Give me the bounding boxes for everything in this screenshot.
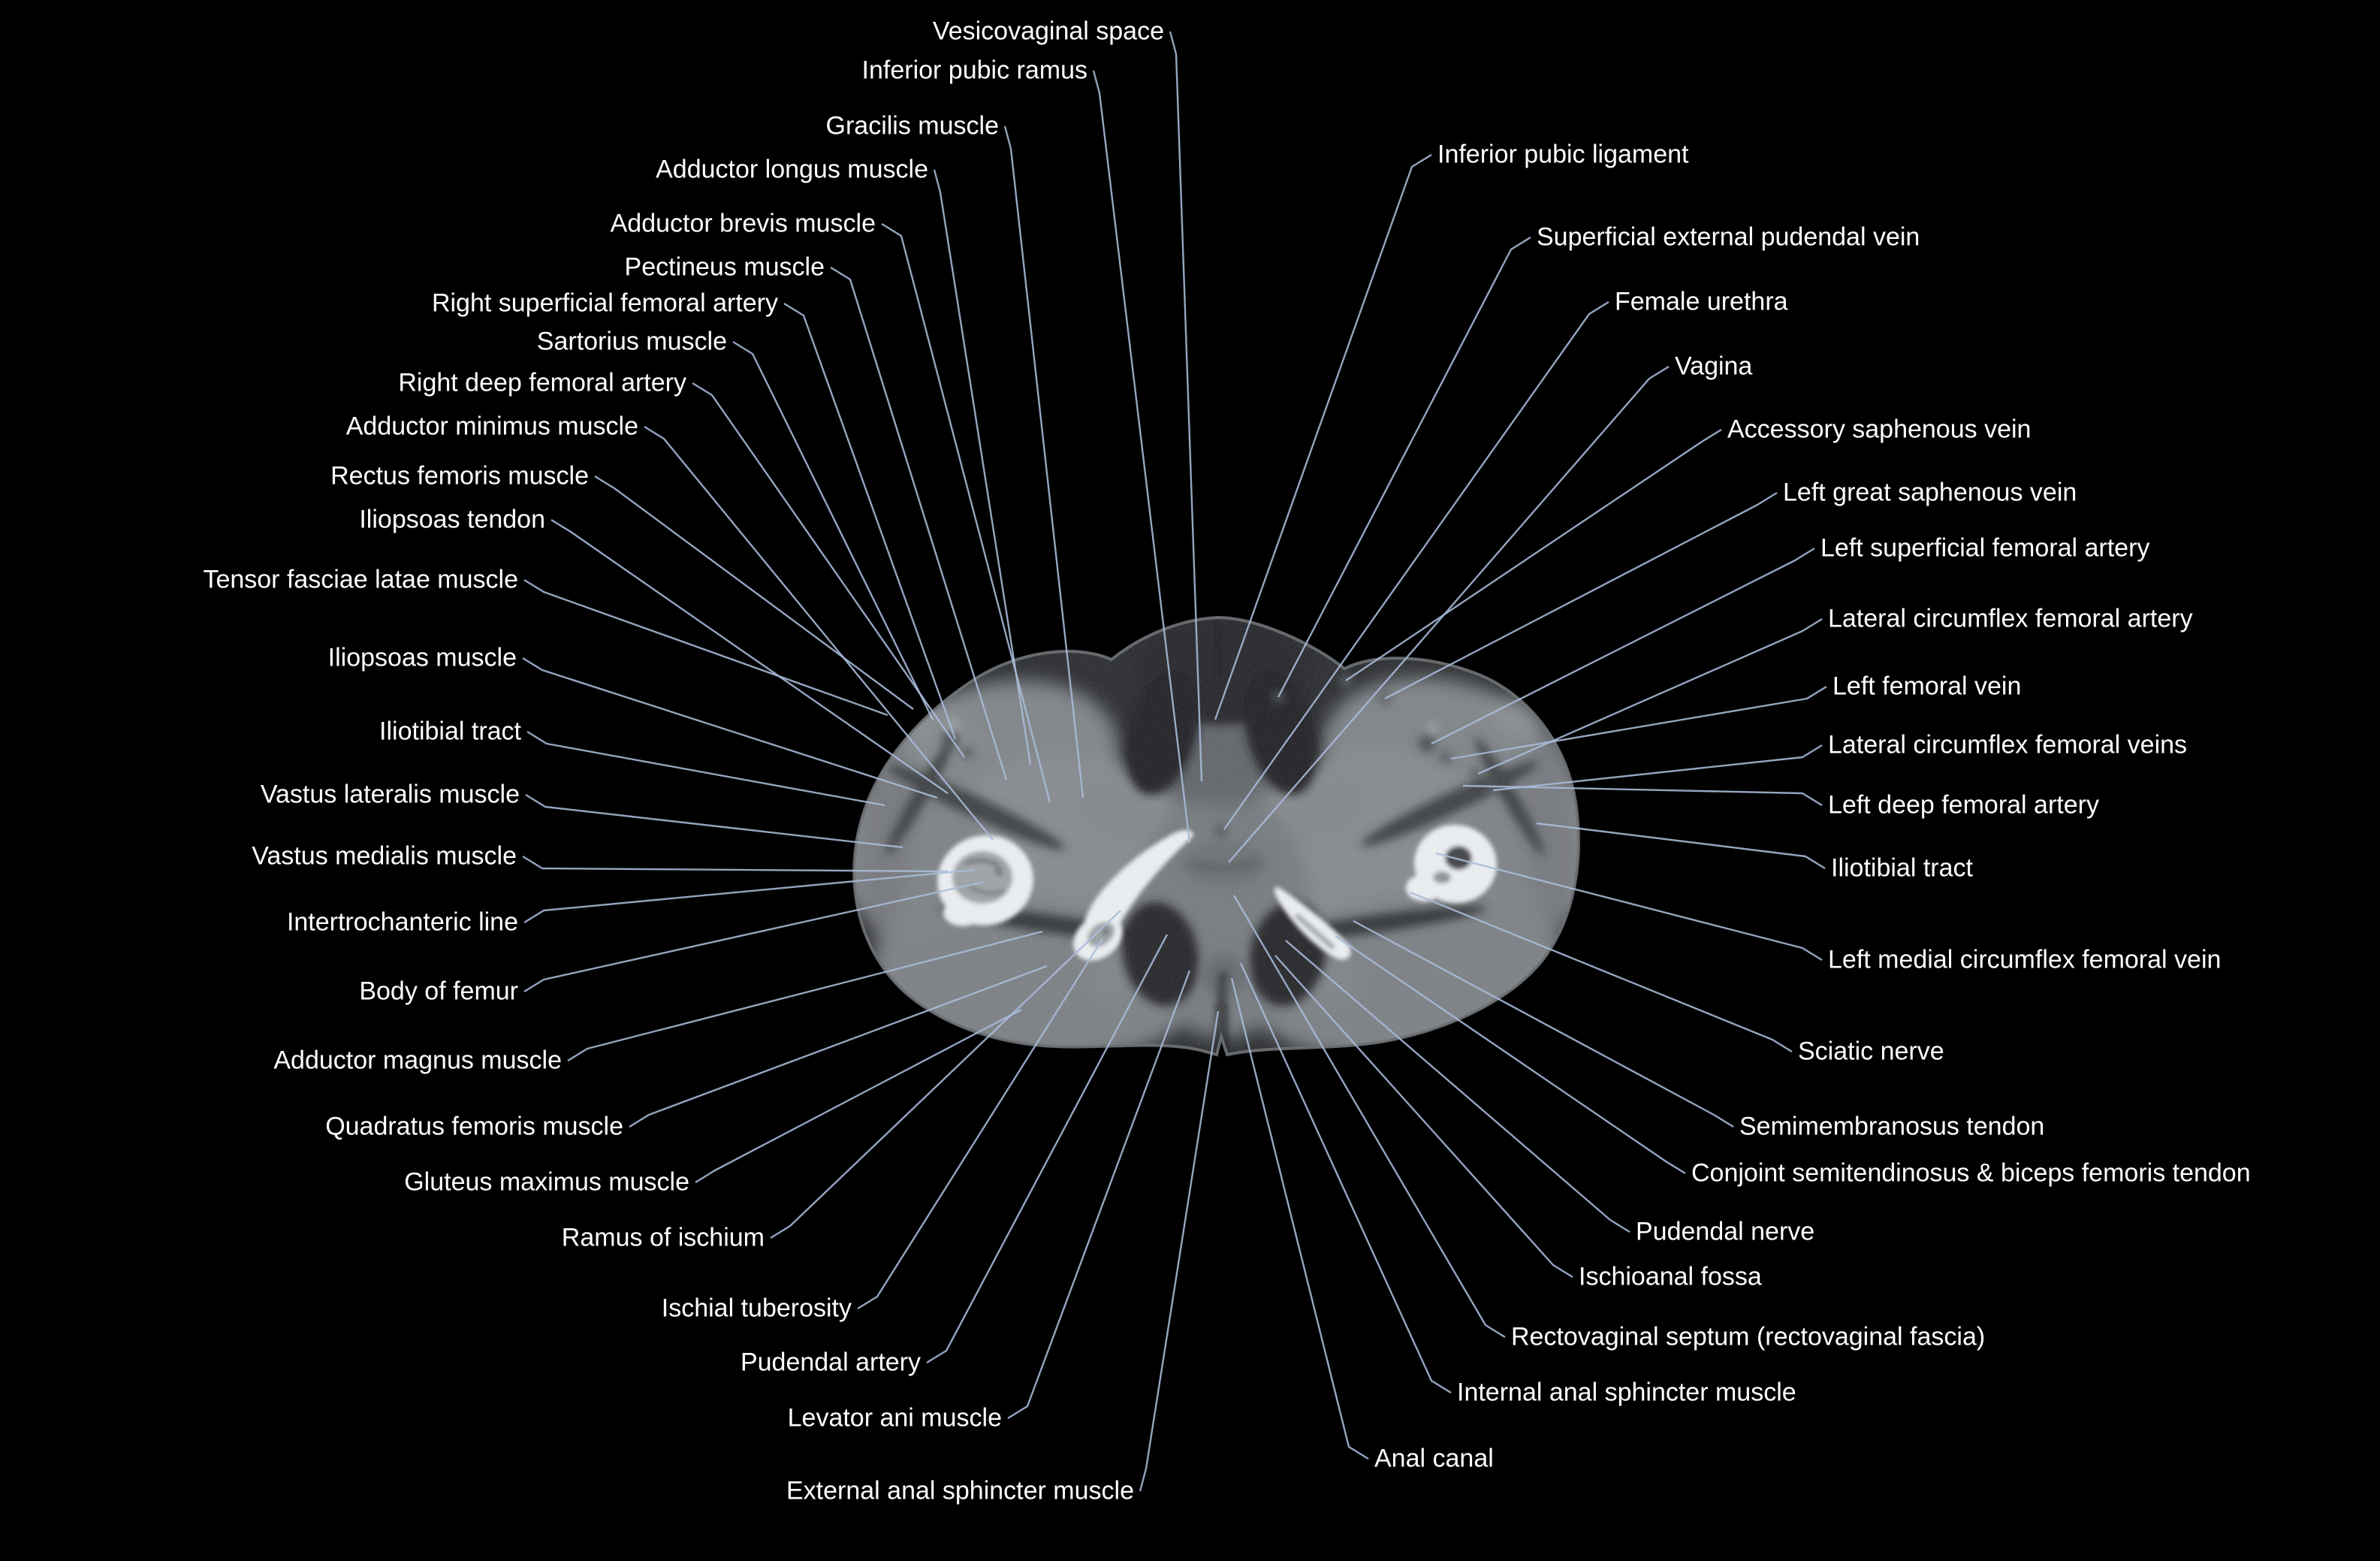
leader-line-left-great-saphenous-vein <box>1384 491 1778 700</box>
anatomy-label-sartorius-muscle: Sartorius muscle <box>536 327 727 356</box>
leader-line-right-deep-femoral-artery <box>692 382 965 758</box>
leader-line-adductor-minimus-muscle <box>644 425 994 841</box>
leader-line-ischial-tuberosity <box>857 938 1104 1310</box>
anatomy-label-female-urethra: Female urethra <box>1615 287 1788 316</box>
anatomy-label-vesicovaginal-space: Vesicovaginal space <box>932 17 1164 46</box>
anatomy-label-ischial-tuberosity: Ischial tuberosity <box>661 1294 852 1323</box>
anatomy-label-intertrochanteric-line: Intertrochanteric line <box>286 907 518 937</box>
anatomy-label-superficial-external-pudendal-vein: Superficial external pudendal vein <box>1537 222 1920 252</box>
leader-line-left-femoral-vein <box>1450 685 1827 760</box>
leader-line-left-medial-circumflex-femoral-vein <box>1435 852 1823 962</box>
leader-line-adductor-longus-muscle <box>933 169 1032 765</box>
leader-line-vastus-lateralis-muscle <box>525 793 903 849</box>
anatomy-label-external-anal-sphincter-muscle: External anal sphincter muscle <box>786 1476 1134 1505</box>
leader-line-left-deep-femoral-artery <box>1462 784 1823 807</box>
anatomy-label-anal-canal: Anal canal <box>1374 1444 1494 1473</box>
anatomy-label-left-deep-femoral-artery: Left deep femoral artery <box>1828 790 2099 820</box>
anatomy-label-left-great-saphenous-vein: Left great saphenous vein <box>1783 478 2077 507</box>
leader-line-rectus-femoris-muscle <box>594 475 914 710</box>
leader-line-accessory-saphenous-vein <box>1345 428 1722 681</box>
leader-line-anal-canal <box>1230 977 1369 1460</box>
leader-line-vesicovaginal-space <box>1169 31 1203 782</box>
anatomy-label-adductor-minimus-muscle: Adductor minimus muscle <box>345 412 638 441</box>
leader-line-superficial-external-pudendal-vein <box>1277 236 1531 698</box>
anatomy-label-iliopsoas-muscle: Iliopsoas muscle <box>327 643 517 672</box>
anatomy-label-rectovaginal-septum-rectovaginal-fascia: Rectovaginal septum (rectovaginal fascia… <box>1511 1322 1986 1351</box>
leader-line-vastus-medialis-muscle <box>522 855 949 873</box>
leader-line-ramus-of-ischium <box>770 910 1121 1239</box>
leader-line-inferior-pubic-ramus <box>1092 70 1191 844</box>
leader-line-pectineus-muscle <box>830 266 1008 780</box>
anatomy-label-vastus-medialis-muscle: Vastus medialis muscle <box>252 841 517 871</box>
anatomy-label-internal-anal-sphincter-muscle: Internal anal sphincter muscle <box>1457 1378 1796 1407</box>
anatomy-label-vastus-lateralis-muscle: Vastus lateralis muscle <box>260 780 520 809</box>
anatomy-label-levator-ani-muscle: Levator ani muscle <box>787 1403 1002 1433</box>
leader-line-conjoint-semitendinosus-biceps-femoris-tendon <box>1335 935 1686 1175</box>
anatomy-label-lateral-circumflex-femoral-veins: Lateral circumflex femoral veins <box>1828 730 2188 759</box>
leader-line-left-superficial-femoral-artery <box>1431 547 1815 745</box>
leader-line-lateral-circumflex-femoral-artery <box>1477 617 1823 775</box>
anatomy-label-body-of-femur: Body of femur <box>359 977 518 1006</box>
anatomy-label-iliopsoas-tendon: Iliopsoas tendon <box>359 505 545 534</box>
anatomy-label-ischioanal-fossa: Ischioanal fossa <box>1579 1262 1762 1291</box>
leader-line-ischioanal-fossa <box>1274 955 1573 1279</box>
leader-line-adductor-brevis-muscle <box>881 222 1051 803</box>
anatomy-label-right-deep-femoral-artery: Right deep femoral artery <box>398 368 686 397</box>
leader-line-intertrochanteric-line <box>523 868 976 924</box>
leader-line-sciatic-nerve <box>1410 891 1793 1053</box>
leader-line-vagina <box>1228 365 1670 863</box>
leader-line-external-anal-sphincter-muscle <box>1139 1010 1220 1492</box>
leader-line-sartorius-muscle <box>732 340 934 720</box>
anatomy-label-adductor-magnus-muscle: Adductor magnus muscle <box>273 1046 562 1075</box>
leader-line-lateral-circumflex-femoral-veins <box>1492 744 1823 792</box>
leader-line-iliotibial-tract <box>1536 822 1826 870</box>
anatomy-label-right-superficial-femoral-artery: Right superficial femoral artery <box>431 288 778 318</box>
anatomy-label-adductor-brevis-muscle: Adductor brevis muscle <box>610 209 876 238</box>
anatomy-label-left-femoral-vein: Left femoral vein <box>1833 672 2022 701</box>
leader-line-iliopsoas-muscle <box>522 657 938 799</box>
leader-line-inferior-pubic-ligament <box>1214 153 1432 720</box>
anatomy-label-pudendal-artery: Pudendal artery <box>740 1348 921 1377</box>
anatomy-label-sciatic-nerve: Sciatic nerve <box>1798 1037 1944 1066</box>
anatomy-label-left-medial-circumflex-femoral-vein: Left medial circumflex femoral vein <box>1828 945 2222 974</box>
leader-line-gracilis-muscle <box>1003 125 1084 799</box>
anatomy-label-gracilis-muscle: Gracilis muscle <box>825 111 999 140</box>
anatomy-label-lateral-circumflex-femoral-artery: Lateral circumflex femoral artery <box>1828 604 2193 633</box>
leader-line-female-urethra <box>1223 300 1609 830</box>
anatomy-label-left-superficial-femoral-artery: Left superficial femoral artery <box>1820 533 2150 563</box>
anatomy-label-conjoint-semitendinosus-biceps-femoris-tendon: Conjoint semitendinosus & biceps femoris… <box>1691 1158 2251 1188</box>
leader-line-adductor-magnus-muscle <box>567 930 1043 1062</box>
anatomy-label-pudendal-nerve: Pudendal nerve <box>1636 1217 1815 1246</box>
leader-line-body-of-femur <box>523 880 985 993</box>
leader-line-iliopsoas-tendon <box>551 518 949 794</box>
anatomy-label-adductor-longus-muscle: Adductor longus muscle <box>656 155 928 184</box>
anatomy-label-iliotibial-tract: Iliotibial tract <box>1831 853 1973 883</box>
anatomy-label-rectus-femoris-muscle: Rectus femoris muscle <box>330 461 589 491</box>
anatomy-label-accessory-saphenous-vein: Accessory saphenous vein <box>1727 415 2032 444</box>
anatomy-label-pectineus-muscle: Pectineus muscle <box>624 252 825 282</box>
anatomy-label-quadratus-femoris-muscle: Quadratus femoris muscle <box>325 1112 623 1141</box>
leader-line-pudendal-nerve <box>1285 940 1630 1233</box>
leader-line-internal-anal-sphincter-muscle <box>1239 962 1452 1394</box>
leader-line-iliotibial-tract <box>526 730 885 807</box>
leader-line-rectovaginal-septum-rectovaginal-fascia <box>1232 895 1506 1339</box>
anatomy-label-ramus-of-ischium: Ramus of ischium <box>561 1223 765 1252</box>
anatomy-label-tensor-fasciae-latae-muscle: Tensor fasciae latae muscle <box>203 565 518 594</box>
anatomy-label-iliotibial-tract: Iliotibial tract <box>379 717 521 746</box>
leader-line-quadratus-femoris-muscle <box>629 965 1048 1128</box>
anatomy-label-gluteus-maximus-muscle: Gluteus maximus muscle <box>404 1167 689 1197</box>
anatomy-label-inferior-pubic-ramus: Inferior pubic ramus <box>861 56 1087 85</box>
leader-line-tensor-fasciae-latae-muscle <box>523 578 888 717</box>
leader-line-semimembranosus-tendon <box>1353 919 1734 1128</box>
leader-line-right-superficial-femoral-artery <box>783 302 957 740</box>
anatomy-label-semimembranosus-tendon: Semimembranosus tendon <box>1739 1112 2045 1141</box>
leader-line-levator-ani-muscle <box>1007 970 1191 1420</box>
anatomy-label-vagina: Vagina <box>1675 352 1753 381</box>
anatomy-label-inferior-pubic-ligament: Inferior pubic ligament <box>1437 140 1689 169</box>
leader-line-gluteus-maximus-muscle <box>695 1008 1022 1184</box>
leader-line-pudendal-artery <box>926 934 1169 1364</box>
